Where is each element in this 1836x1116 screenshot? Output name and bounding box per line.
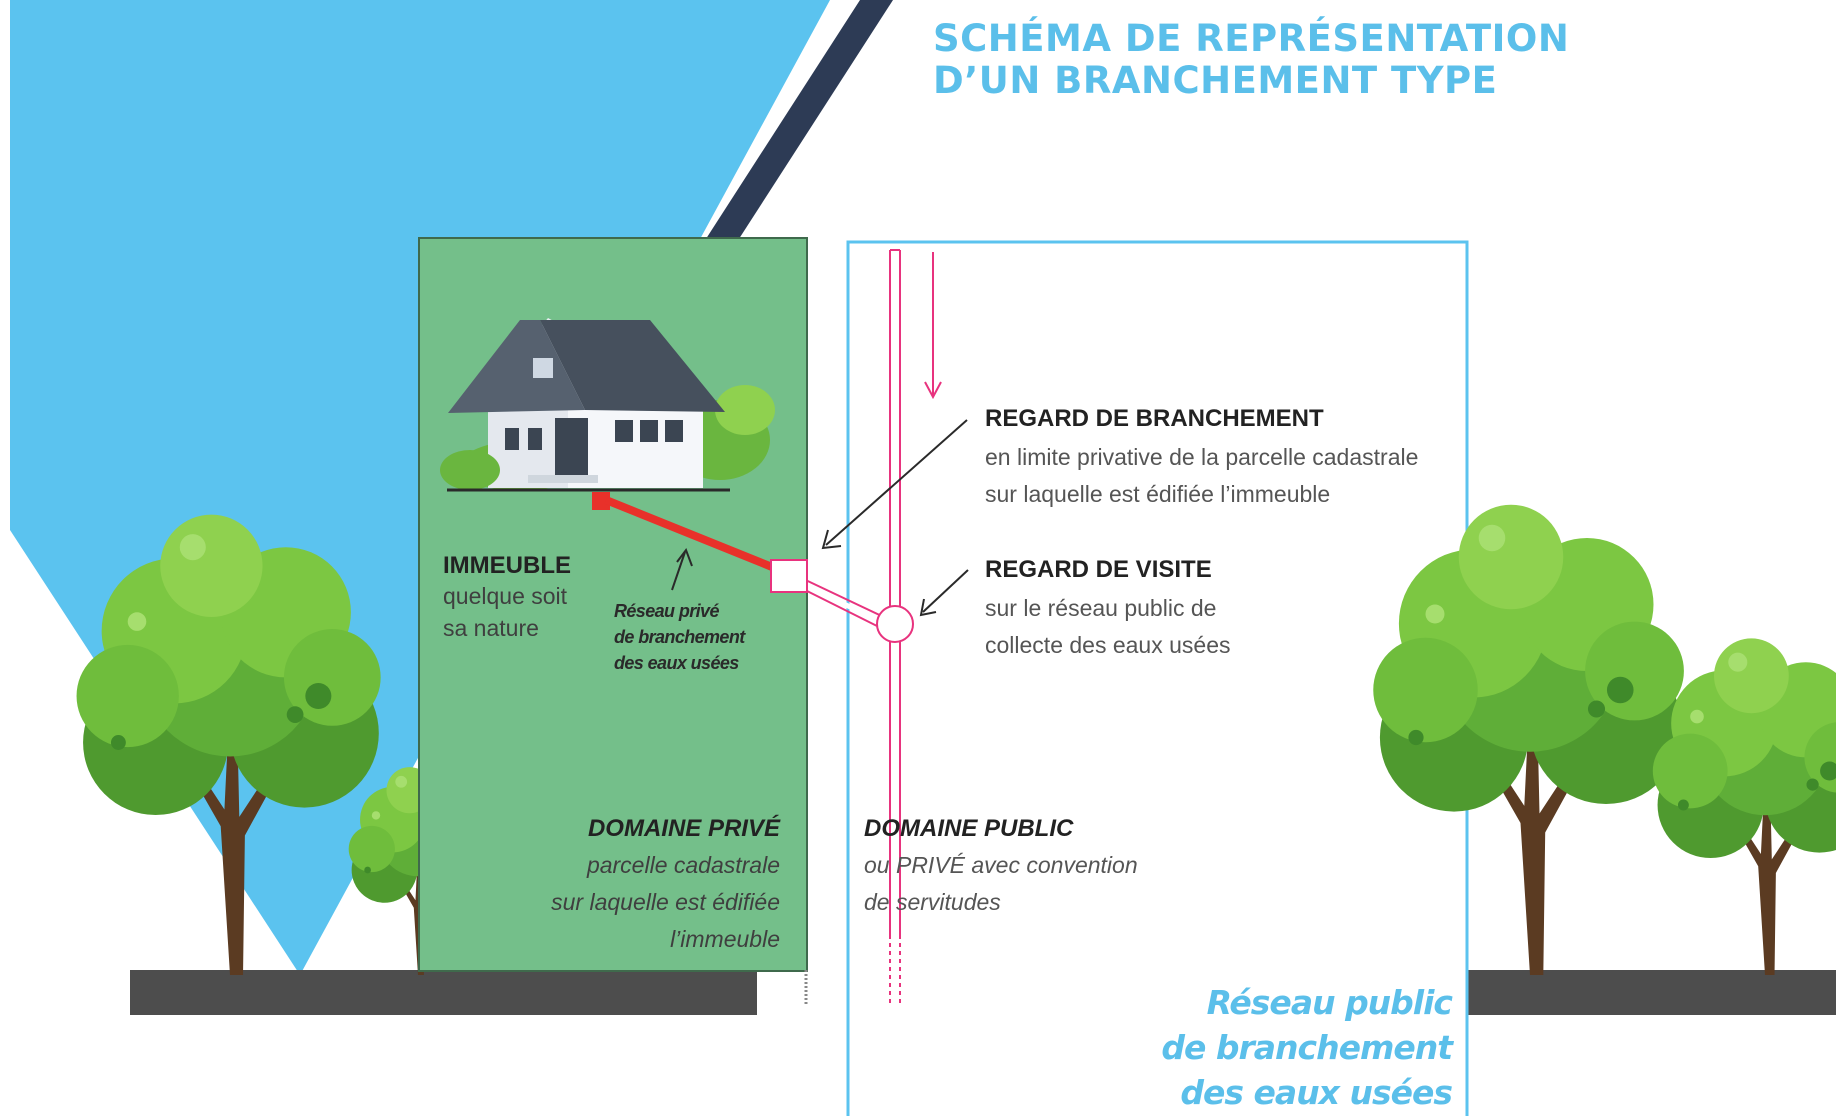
- reseau-public-line-3: des eaux usées: [1180, 1073, 1453, 1112]
- arrow-reseau-prive-icon: [671, 547, 693, 591]
- immeuble-line-1: quelque soit: [443, 583, 568, 609]
- immeuble-annotation: IMMEUBLE quelque soit sa nature: [443, 552, 571, 644]
- reseau-public-line-2: de branchement: [1161, 1028, 1453, 1067]
- house-illustration: [440, 318, 775, 492]
- immeuble-heading: IMMEUBLE: [443, 552, 571, 579]
- ground-left: [130, 970, 757, 1015]
- title-line-2: D’UN BRANCHEMENT TYPE: [933, 59, 1498, 102]
- domaine-public-line-1: ou PRIVÉ avec convention: [864, 852, 1138, 878]
- domaine-public-annotation: DOMAINE PUBLIC ou PRIVÉ avec convention …: [864, 815, 1138, 921]
- regard-branchement-line-1: en limite privative de la parcelle cadas…: [985, 444, 1419, 470]
- regard-visite-circle: [876, 605, 914, 643]
- immeuble-line-2: sa nature: [443, 615, 539, 641]
- background-navy-stripe: [702, 0, 893, 245]
- reseau-prive-line-1: Réseau privé: [614, 601, 719, 621]
- regard-branchement-box: [770, 559, 808, 593]
- title-line-1: SCHÉMA DE REPRÉSENTATION: [933, 17, 1570, 60]
- domaine-prive-line-3: l’immeuble: [670, 926, 780, 952]
- reseau-public-line-1: Réseau public: [1206, 983, 1453, 1022]
- tree-large-right: [1373, 504, 1684, 975]
- reseau-prive-line-2: de branchement: [614, 627, 745, 647]
- regard-branchement-annotation: REGARD DE BRANCHEMENT en limite privativ…: [985, 405, 1418, 513]
- regard-visite-line-1: sur le réseau public de: [985, 595, 1217, 621]
- domaine-prive-heading: DOMAINE PRIVÉ: [587, 815, 780, 842]
- arrow-regard-branchement-icon: [821, 419, 968, 550]
- regard-branchement-heading: REGARD DE BRANCHEMENT: [985, 405, 1324, 432]
- regard-visite-line-2: collecte des eaux usées: [985, 632, 1231, 658]
- regard-branchement-line-2: sur laquelle est édifiée l’immeuble: [985, 481, 1331, 507]
- reseau-prive-line-3: des eaux usées: [614, 653, 739, 673]
- page-title: SCHÉMA DE REPRÉSENTATION D’UN BRANCHEMEN…: [933, 18, 1753, 102]
- reseau-public-label: Réseau public de branchement des eaux us…: [1161, 980, 1453, 1115]
- domaine-prive-line-2: sur laquelle est édifiée: [551, 889, 780, 915]
- ground-right: [1468, 970, 1836, 1015]
- domaine-public-line-2: de servitudes: [864, 889, 1001, 915]
- domaine-prive-annotation: DOMAINE PRIVÉ parcelle cadastrale sur la…: [551, 815, 780, 958]
- arrow-regard-visite-icon: [919, 569, 969, 617]
- regard-visite-annotation: REGARD DE VISITE sur le réseau public de…: [985, 556, 1231, 664]
- regard-visite-heading: REGARD DE VISITE: [985, 556, 1212, 583]
- reseau-prive-label: Réseau privé de branchement des eaux usé…: [614, 598, 794, 676]
- private-pipe: [604, 496, 774, 571]
- flow-arrow-down-icon: [924, 252, 942, 400]
- private-pipe-start: [592, 492, 610, 510]
- domaine-prive-line-1: parcelle cadastrale: [586, 852, 780, 878]
- domaine-public-heading: DOMAINE PUBLIC: [864, 815, 1074, 842]
- public-pipe: [889, 249, 901, 1005]
